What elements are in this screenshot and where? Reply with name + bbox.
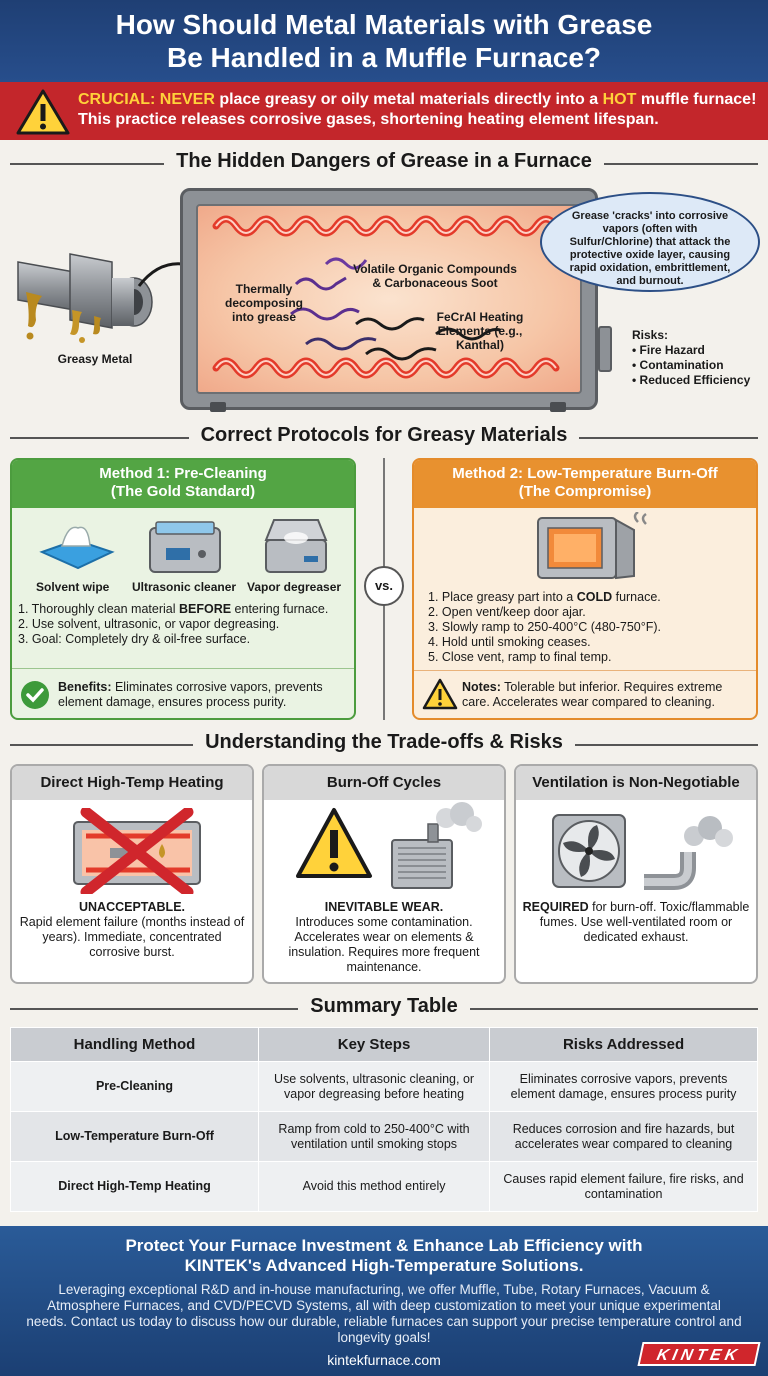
- method-2-step-5: 5. Close vent, ramp to final temp.: [428, 650, 612, 664]
- method-2-notes: Notes: Tolerable but inferior. Requires …: [462, 680, 723, 709]
- warning-middle: place greasy or oily metal materials dir…: [214, 91, 603, 108]
- title-line-2: Be Handled in a Muffle Furnace?: [166, 42, 602, 73]
- table-cell: Reduces corrosion and fire hazards, but …: [489, 1111, 758, 1162]
- table-row: Direct High-Temp Heating Avoid this meth…: [10, 1161, 758, 1212]
- table-cell: Ramp from cold to 250-400°C with ventila…: [257, 1111, 491, 1162]
- footer-url-link[interactable]: kintekfurnace.com: [327, 1352, 441, 1368]
- voc-label: Volatile Organic Compounds & Carbonaceou…: [353, 262, 517, 290]
- title-line-1: How Should Metal Materials with Grease: [115, 9, 653, 40]
- vapor-degreaser-label: Vapor degreaser: [247, 580, 342, 594]
- method-2-step-3: 3. Slowly ramp to 250-400°C (480-750°F).: [428, 620, 662, 634]
- tradeoff-card-text: INEVITABLE WEAR.Introduces some contamin…: [288, 900, 480, 974]
- tradeoff-card-title: Burn-Off Cycles: [264, 766, 504, 800]
- method-2-step-4: 4. Hold until smoking ceases.: [428, 635, 591, 649]
- warning-triangle-icon: [16, 89, 70, 135]
- method-1-step-2: 2. Use solvent, ultrasonic, or vapor deg…: [18, 617, 280, 631]
- risk-item: • Reduced Efficiency: [632, 373, 751, 387]
- table-cell: Causes rapid element failure, fire risks…: [489, 1161, 758, 1212]
- page-title: How Should Metal Materials with Grease B…: [0, 0, 768, 82]
- heating-elements-label: FeCrAl Heating Elements (e.g., Kanthal): [436, 310, 524, 352]
- tradeoff-card-text: UNACCEPTABLE.Rapid element failure (mont…: [19, 900, 245, 959]
- warning-line-2: This practice releases corrosive gases, …: [78, 111, 659, 128]
- table-cell: Pre-Cleaning: [10, 1061, 259, 1112]
- method-1-benefits: Benefits: Eliminates corrosive vapors, p…: [58, 680, 323, 709]
- risk-item: • Contamination: [632, 358, 724, 372]
- method-1-step-1: 1. Thoroughly clean material BEFORE ente…: [18, 602, 329, 616]
- corrosion-callout-bubble: Grease 'cracks' into corrosive vapors (o…: [540, 192, 760, 292]
- summary-table: Handling Method Key Steps Risks Addresse…: [10, 1027, 758, 1212]
- warning-hot: HOT: [602, 91, 637, 108]
- table-row: Low-Temperature Burn-Off Ramp from cold …: [10, 1111, 758, 1162]
- warning-triangle-icon: [296, 808, 372, 878]
- method-2-steps: 1. Place greasy part into a COLD furnace…: [428, 590, 748, 665]
- table-cell: Eliminates corrosive vapors, prevents el…: [489, 1061, 758, 1112]
- warning-banner: CRUCIAL: NEVER place greasy or oily meta…: [0, 82, 768, 140]
- smoking-furnace-icon: [391, 802, 482, 889]
- method-2-step-1: 1. Place greasy part into a COLD furnace…: [428, 590, 661, 604]
- greasy-pipe-icon: [17, 253, 153, 343]
- divider: [414, 670, 756, 671]
- checkmark-icon: [21, 681, 49, 709]
- table-cell: Avoid this method entirely: [257, 1161, 491, 1212]
- column-header: Risks Addressed: [489, 1027, 758, 1062]
- method-1-card: Method 1: Pre-Cleaning (The Gold Standar…: [10, 458, 356, 720]
- column-header: Key Steps: [257, 1027, 491, 1062]
- decomposing-label: Thermally decomposing into grease: [224, 282, 303, 324]
- kintek-logo: KINTEK: [637, 1342, 761, 1366]
- furnace-foot: [550, 402, 566, 412]
- method-1-step-3: 3. Goal: Completely dry & oil-free surfa…: [18, 632, 251, 646]
- ultrasonic-cleaner-icon: [149, 521, 221, 573]
- method-2-title: Method 2: Low-Temperature Burn-Off: [452, 465, 718, 482]
- footer-banner: Protect Your Furnace Investment & Enhanc…: [0, 1226, 768, 1376]
- tradeoff-card-title: Ventilation is Non-Negotiable: [516, 766, 756, 800]
- caution-icon: [422, 678, 458, 710]
- open-furnace-icon: [537, 512, 647, 580]
- footer-headline: Protect Your Furnace Investment & Enhanc…: [0, 1226, 768, 1276]
- risk-item: • Fire Hazard: [632, 343, 705, 357]
- method-1-header: Method 1: Pre-Cleaning (The Gold Standar…: [12, 460, 354, 508]
- exhaust-fan-icon: [552, 814, 626, 888]
- footer-body: Leveraging exceptional R&D and in-house …: [26, 1282, 742, 1345]
- footer-headline-line-2: KINTEK's Advanced High-Temperature Solut…: [184, 1256, 584, 1275]
- method-2-subtitle: (The Compromise): [518, 483, 652, 500]
- solvent-wipe-label: Solvent wipe: [36, 580, 110, 594]
- table-cell: Low-Temperature Burn-Off: [10, 1111, 259, 1162]
- method-2-step-2: 2. Open vent/keep door ajar.: [428, 605, 586, 619]
- footer-headline-line-1: Protect Your Furnace Investment & Enhanc…: [125, 1236, 643, 1255]
- table-cell: Use solvents, ultrasonic cleaning, or va…: [257, 1061, 491, 1112]
- exhaust-duct-icon: [644, 816, 733, 890]
- table-row: Pre-Cleaning Use solvents, ultrasonic cl…: [10, 1061, 758, 1112]
- heating-elements-icon: [212, 215, 560, 379]
- risks-list: Risks: • Fire Hazard • Contamination • R…: [632, 328, 750, 388]
- solvent-wipe-icon: [39, 526, 115, 570]
- tradeoff-card-text: REQUIRED for burn-off. Toxic/flammable f…: [522, 900, 750, 944]
- tradeoffs-section-title: Understanding the Trade-offs & Risks: [0, 731, 768, 754]
- table-cell: Direct High-Temp Heating: [10, 1161, 259, 1212]
- tradeoff-card-burn-off: Burn-Off Cycles INEVITABLE WEAR.Introduc…: [262, 764, 506, 984]
- summary-section-title: Summary Table: [0, 995, 768, 1018]
- divider: [12, 668, 354, 669]
- dangers-section-title: The Hidden Dangers of Grease in a Furnac…: [0, 150, 768, 173]
- greasy-metal-label: Greasy Metal: [57, 352, 133, 366]
- protocols-section-title: Correct Protocols for Greasy Materials: [0, 424, 768, 447]
- crossed-furnace-icon: [73, 808, 201, 894]
- method-1-title: Method 1: Pre-Cleaning: [99, 465, 267, 482]
- method-2-header: Method 2: Low-Temperature Burn-Off (The …: [414, 460, 756, 508]
- column-header: Handling Method: [10, 1027, 259, 1062]
- method-1-steps: 1. Thoroughly clean material BEFORE ente…: [18, 602, 352, 647]
- furnace-handle: [598, 326, 612, 372]
- vs-badge: vs.: [364, 566, 404, 606]
- risks-title: Risks:: [632, 328, 669, 342]
- warning-suffix: muffle furnace!: [636, 91, 757, 108]
- table-header-row: Handling Method Key Steps Risks Addresse…: [10, 1027, 758, 1062]
- tradeoff-card-title: Direct High-Temp Heating: [12, 766, 252, 800]
- ultrasonic-cleaner-label: Ultrasonic cleaner: [132, 580, 237, 594]
- method-1-subtitle: (The Gold Standard): [110, 483, 256, 500]
- vapor-degreaser-icon: [264, 519, 328, 573]
- tradeoff-card-ventilation: Ventilation is Non-Negotiable REQUIRED f…: [514, 764, 758, 984]
- tradeoff-card-direct-heating: Direct High-Temp Heating UNACCEPTABLE.Ra…: [10, 764, 254, 984]
- method-2-card: Method 2: Low-Temperature Burn-Off (The …: [412, 458, 758, 720]
- warning-prefix: CRUCIAL: NEVER: [78, 91, 215, 108]
- furnace-foot: [210, 402, 226, 412]
